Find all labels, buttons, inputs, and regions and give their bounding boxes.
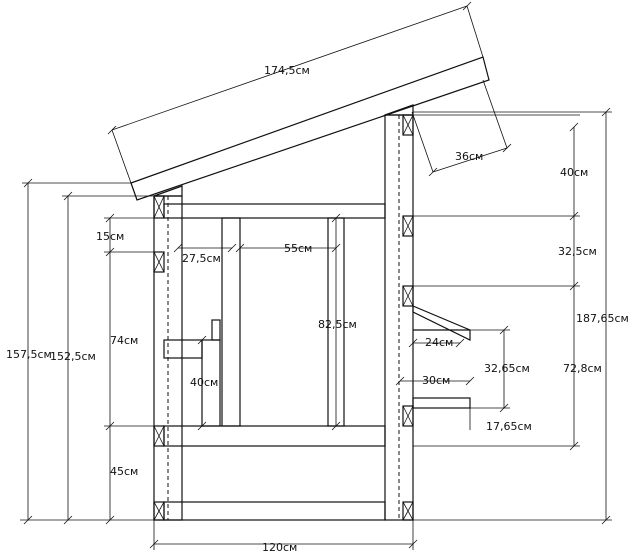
overhang-label: 36см bbox=[455, 150, 483, 163]
overhang-dimension bbox=[411, 79, 512, 177]
wall-height-left-label: 152,5см bbox=[50, 350, 96, 363]
roof-panel bbox=[130, 56, 490, 201]
right-post bbox=[384, 114, 414, 521]
inner-dimensions bbox=[173, 213, 341, 431]
total-height-left-label: 157,5см bbox=[6, 348, 52, 361]
roof-length-label: 174,5см bbox=[264, 64, 310, 77]
shelf-bottom-label: 17,65см bbox=[486, 420, 532, 433]
window-width-label: 55см bbox=[284, 242, 312, 255]
roof-length-dimension bbox=[107, 1, 484, 184]
post-27-label: 27,5см bbox=[182, 252, 221, 265]
mid-gap-label: 32,5см bbox=[558, 245, 597, 258]
left-40-label: 40см bbox=[190, 376, 218, 389]
left-dimensions bbox=[20, 178, 154, 525]
right-dimensions bbox=[413, 107, 612, 525]
horizontal-beams bbox=[163, 203, 386, 521]
left-74-label: 74см bbox=[110, 334, 138, 347]
shelf-30-label: 30см bbox=[422, 374, 450, 387]
window-height-label: 82,5см bbox=[318, 318, 357, 331]
lower-gap-label: 72,8см bbox=[563, 362, 602, 375]
left-45-label: 45см bbox=[110, 465, 138, 478]
roof-support-left bbox=[153, 185, 183, 197]
base-width-label: 120см bbox=[262, 541, 297, 554]
shelf-bracket bbox=[412, 305, 471, 409]
base-width-dimension bbox=[149, 520, 418, 550]
beam-15-label: 15см bbox=[96, 230, 124, 243]
roof-support-right bbox=[384, 104, 414, 116]
shelf-dimensions bbox=[395, 325, 510, 430]
shelf-height-label: 32,65см bbox=[484, 362, 530, 375]
shelf-24-label: 24см bbox=[425, 336, 453, 349]
total-height-right-label: 187,65см bbox=[576, 312, 629, 325]
top-gap-label: 40см bbox=[560, 166, 588, 179]
